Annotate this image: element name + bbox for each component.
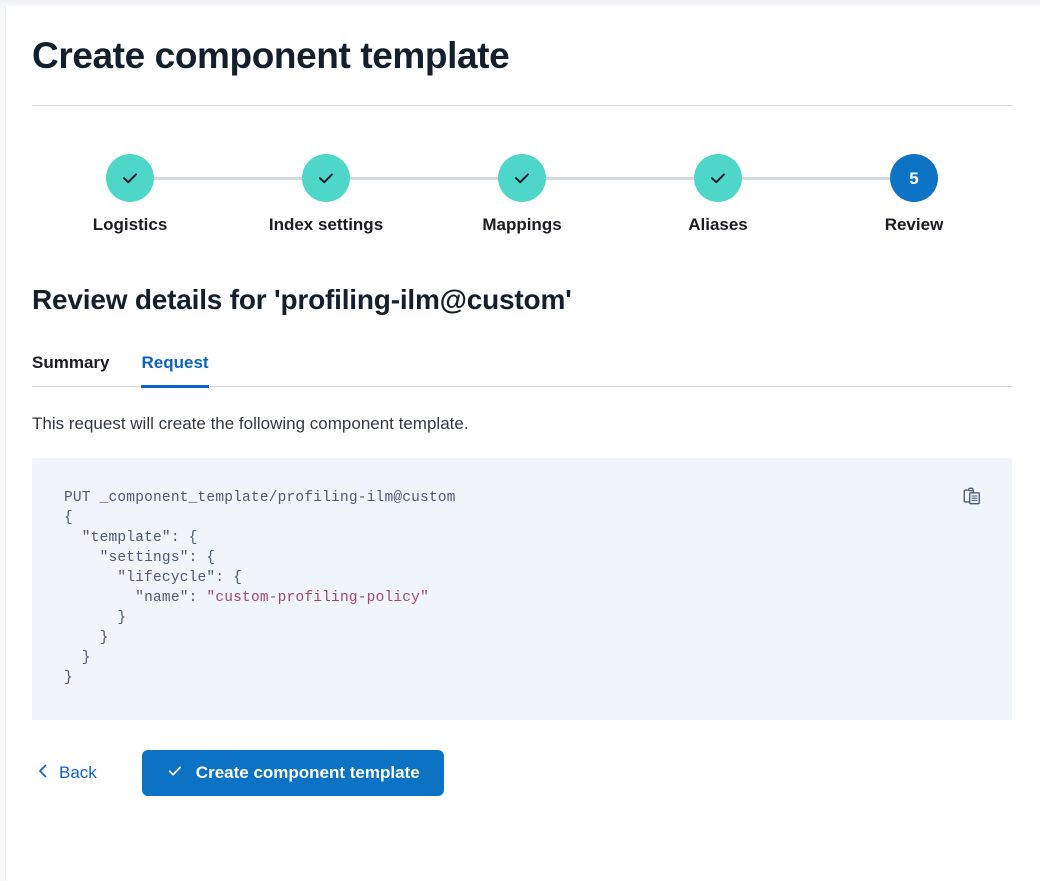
step-label: Aliases [688, 215, 748, 234]
step-label: Logistics [92, 215, 168, 234]
code-body-line: } [64, 670, 73, 686]
window-top-edge [0, 0, 1040, 6]
code-body-line: "name": [64, 590, 207, 606]
code-body-line: } [64, 610, 127, 626]
step-circle-current[interactable]: 5 [890, 154, 938, 202]
code-body-line: } [64, 650, 91, 666]
step-item-aliases[interactable]: Aliases [620, 154, 816, 235]
back-button-label: Back [59, 763, 97, 782]
step-indicator: Logistics Index settings [32, 154, 1012, 235]
check-icon [511, 167, 533, 189]
review-heading: Review details for 'profiling-ilm@custom… [32, 284, 572, 315]
step-connector-right [154, 177, 228, 180]
step-item-index-settings[interactable]: Index settings [228, 154, 424, 235]
step-circle-complete[interactable] [694, 154, 742, 202]
window-left-edge [0, 0, 6, 881]
step-label: Mappings [482, 215, 562, 234]
code-method-line: PUT _component_template/profiling-ilm@cu… [64, 490, 456, 506]
step-label: Index settings [268, 215, 384, 234]
request-description: This request will create the following c… [32, 414, 469, 433]
code-body-line: } [64, 630, 109, 646]
check-icon [707, 167, 729, 189]
check-icon [119, 167, 141, 189]
step-label: Review [884, 215, 944, 234]
step-item-mappings[interactable]: Mappings [424, 154, 620, 235]
page-title: Create component template [32, 35, 510, 76]
step-item-logistics[interactable]: Logistics [32, 154, 228, 235]
code-body-line: "settings": { [64, 550, 216, 566]
step-connector-left [816, 177, 890, 180]
content-column: Create component template Logistics [32, 6, 1012, 796]
code-body-line: { [64, 510, 73, 526]
step-item-review[interactable]: 5 Review [816, 154, 1012, 235]
create-component-template-button[interactable]: Create component template [141, 750, 444, 796]
tab-request[interactable]: Request [141, 353, 209, 388]
code-string-value: "custom-profiling-policy" [206, 590, 429, 606]
copy-clipboard-icon[interactable] [956, 480, 988, 512]
step-connector-right [742, 177, 816, 180]
step-connector-right [546, 177, 620, 180]
request-code-text[interactable]: PUT _component_template/profiling-ilm@cu… [32, 458, 1012, 688]
step-connector-left [228, 177, 302, 180]
create-component-template-page: Create component template Logistics [6, 6, 1040, 881]
review-tabs: Summary Request [32, 343, 1012, 388]
request-code-block: PUT _component_template/profiling-ilm@cu… [32, 458, 1012, 720]
step-circle-complete[interactable] [302, 154, 350, 202]
step-connector-left [424, 177, 498, 180]
step-circle-complete[interactable] [498, 154, 546, 202]
check-icon [315, 167, 337, 189]
code-body-line: "template": { [64, 530, 198, 546]
step-connector-left [620, 177, 694, 180]
tab-summary[interactable]: Summary [32, 353, 110, 372]
header-divider [32, 105, 1012, 106]
step-circle-complete[interactable] [106, 154, 154, 202]
footer-actions: Back Create component template [32, 750, 1012, 796]
step-number: 5 [909, 168, 919, 188]
code-body-line: "lifecycle": { [64, 570, 243, 586]
create-button-label: Create component template [195, 763, 420, 782]
back-button[interactable]: Back [32, 757, 101, 790]
check-icon [166, 762, 184, 785]
step-connector-right [350, 177, 424, 180]
chevron-left-icon [36, 763, 50, 784]
